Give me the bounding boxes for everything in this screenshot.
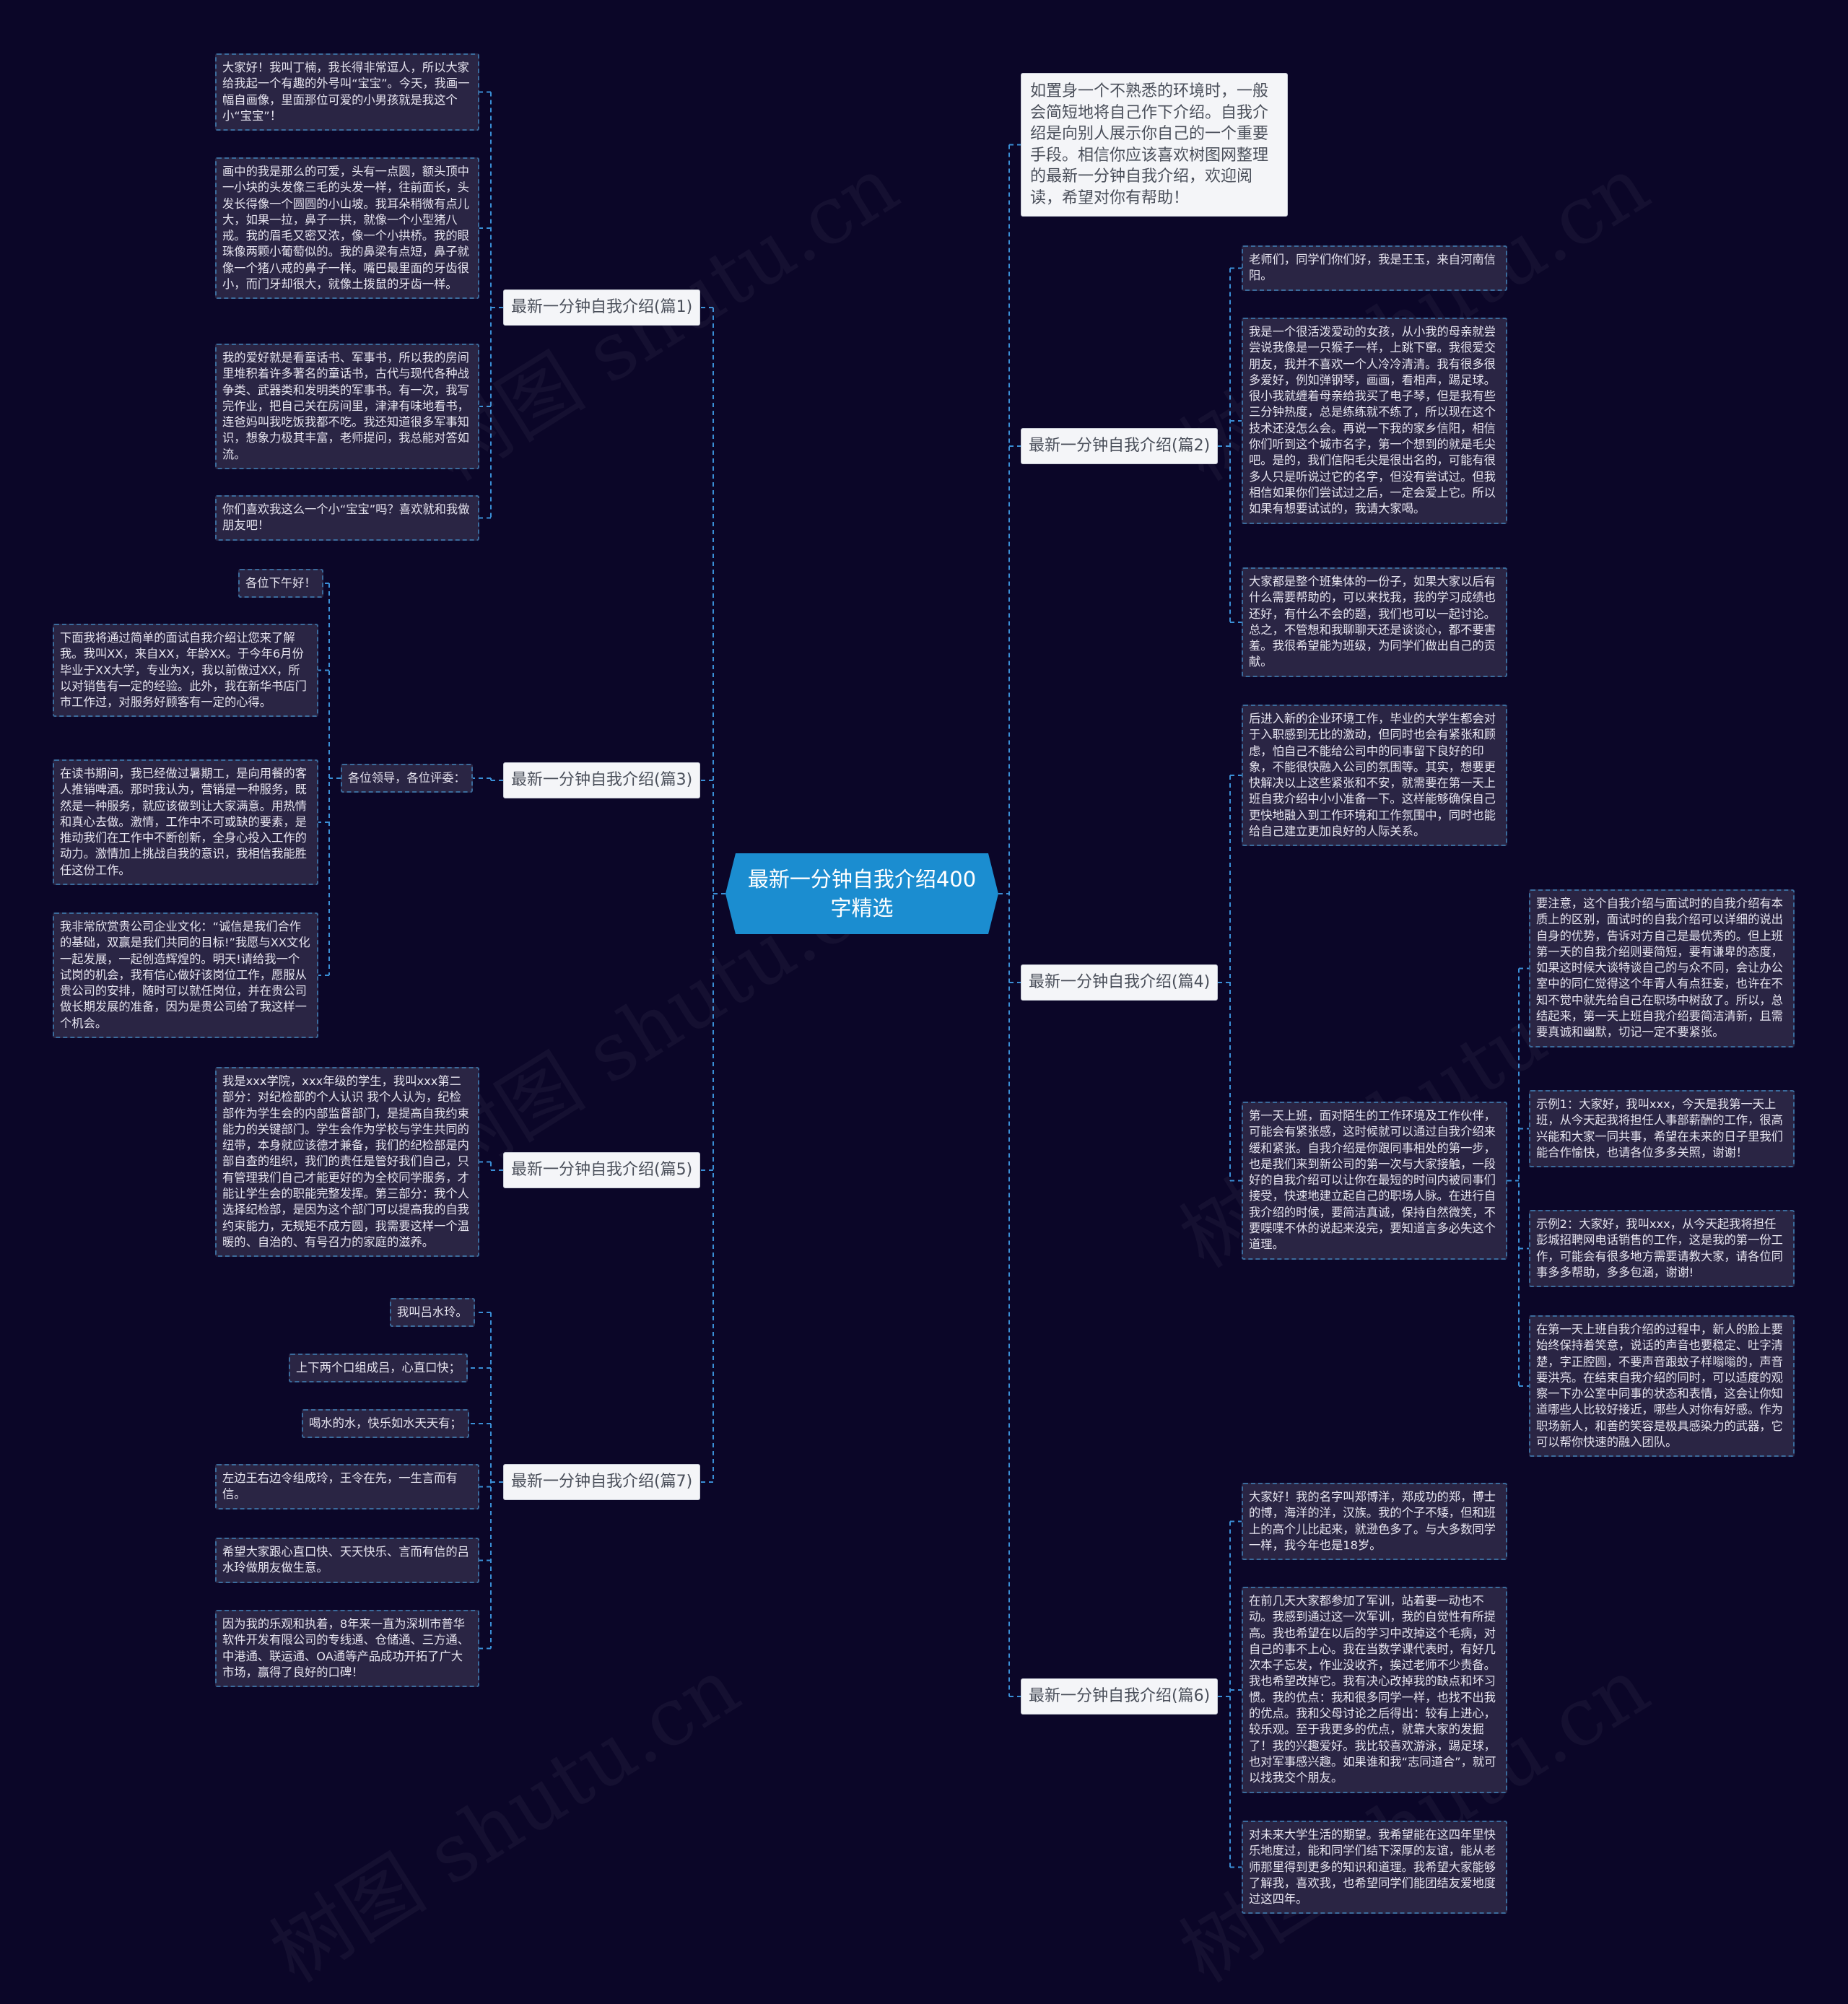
leaf-p7-6: 因为我的乐观和执着，8年来一直为深圳市普华软件开发有限公司的专线通、仓储通、三方… xyxy=(215,1610,479,1688)
leaf-p2-3: 大家都是整个班集体的一份子，如果大家以后有什么需要帮助的，可以来找我，我的学习成… xyxy=(1242,567,1507,677)
leaf-p4-1: 后进入新的企业环境工作，毕业的大学生都会对于入职感到无比的激动，但同时也会有紧张… xyxy=(1242,705,1507,847)
leaf-p1-1: 大家好！我叫丁楠，我长得非常逗人，所以大家给我起一个有趣的外号叫“宝宝”。今天，… xyxy=(215,53,479,131)
sub-leaf-p4-4: 在第一天上班自我介绍的过程中，新人的脸上要始终保持着笑意，说话的声音也要稳定、吐… xyxy=(1529,1315,1795,1458)
branch-p2[interactable]: 最新一分钟自我介绍(篇2) xyxy=(1021,428,1219,464)
leaf-p7-3: 喝水的水，快乐如水天天有； xyxy=(302,1409,469,1439)
leaf-p7-2: 上下两个口组成吕，心直口快； xyxy=(289,1354,468,1383)
root-topic[interactable]: 最新一分钟自我介绍400字精选 xyxy=(725,853,998,934)
leaf-p3-2: 在读书期间，我已经做过暑期工，是向用餐的客人推销啤酒。那时我认为，营销是一种服务… xyxy=(53,759,318,886)
leaf-p2-1: 老师们，同学们你们好，我是王玉，来自河南信阳。 xyxy=(1242,245,1507,291)
sub-leaf-p4-3: 示例2：大家好，我叫xxx，从今天起我将担任彭城招聘网电话销售的工作，这是我的第… xyxy=(1529,1210,1795,1288)
branch-p3[interactable]: 最新一分钟自我介绍(篇3) xyxy=(503,762,701,798)
leaf-p1-3: 我的爱好就是看童话书、军事书，所以我的房间里堆积着许多著名的童话书，古代与现代各… xyxy=(215,344,479,470)
branch-p6[interactable]: 最新一分钟自我介绍(篇6) xyxy=(1021,1678,1219,1715)
leaf-p3-3: 我非常欣赏贵公司企业文化：“诚信是我们合作的基础，双赢是我们共同的目标!”我愿与… xyxy=(53,912,318,1039)
leaf-p7-4: 左边王右边令组成玲，王令在先，一生言而有信。 xyxy=(215,1464,479,1509)
sub-leaf-p4-2: 示例1：大家好，我叫xxx，今天是我第一天上班，从今天起我将担任人事部薪酬的工作… xyxy=(1529,1090,1795,1168)
leaf-p2-2: 我是一个很活泼爱动的女孩，从小我的母亲就尝尝说我像是一只猴子一样，上跳下窜。我很… xyxy=(1242,318,1507,524)
branch-p7[interactable]: 最新一分钟自我介绍(篇7) xyxy=(503,1464,701,1500)
leaf-p7-1: 我叫吕水玲。 xyxy=(390,1298,475,1328)
branch-p5[interactable]: 最新一分钟自我介绍(篇5) xyxy=(503,1152,701,1188)
leaf-p3-greeting: 各位下午好！ xyxy=(238,569,323,598)
intro-note: 如置身一个不熟悉的环境时，一般会简短地将自己作下介绍。自我介绍是向别人展示你自己… xyxy=(1021,73,1288,217)
leaf-p3-1: 下面我将通过简单的面试自我介绍让您来了解我。我叫XX，来自XX，年龄XX。于今年… xyxy=(53,624,318,718)
leaf-p1-2: 画中的我是那么的可爱，头有一点圆，额头顶中一小块的头发像三毛的头发一样，往前面长… xyxy=(215,157,479,300)
leaf-p1-4: 你们喜欢我这么一个小“宝宝”吗？喜欢就和我做朋友吧！ xyxy=(215,495,479,541)
sub-leaf-p4-1: 要注意，这个自我介绍与面试时的自我介绍有本质上的区别，面试时的自我介绍可以详细的… xyxy=(1529,889,1795,1047)
leaf-p5-1: 我是xxx学院，xxx年级的学生，我叫xxx第二部分：对纪检部的个人认识 我个人… xyxy=(215,1067,479,1258)
leaf-p4-2: 第一天上班，面对陌生的工作环境及工作伙伴，可能会有紧张感，这时候就可以通过自我介… xyxy=(1242,1102,1507,1260)
branch-p4[interactable]: 最新一分钟自我介绍(篇4) xyxy=(1021,964,1219,1001)
leaf-p6-3: 对未来大学生活的期望。我希望能在这四年里快乐地度过，能和同学们结下深厚的友谊，能… xyxy=(1242,1821,1507,1914)
leaf-p7-5: 希望大家跟心直口快、天天快乐、言而有信的吕水玲做朋友做生意。 xyxy=(215,1538,479,1583)
sub-p3-address: 各位领导，各位评委： xyxy=(341,764,473,793)
branch-p1[interactable]: 最新一分钟自我介绍(篇1) xyxy=(503,289,701,326)
leaf-p6-1: 大家好！我的名字叫郑博洋，郑成功的郑，博士的博，海洋的洋，汉族。我的个子不矮，但… xyxy=(1242,1483,1507,1561)
leaf-p6-2: 在前几天大家都参加了军训，站着要一动也不动。我感到通过这一次军训，我的自觉性有所… xyxy=(1242,1587,1507,1793)
